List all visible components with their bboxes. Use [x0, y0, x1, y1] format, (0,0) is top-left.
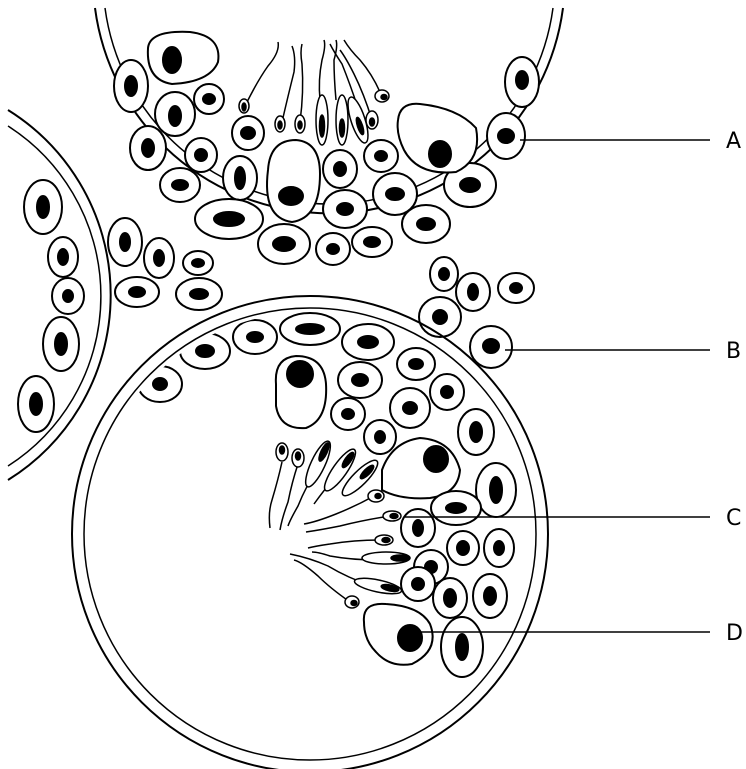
- cell: [364, 420, 396, 454]
- cell: [183, 251, 213, 275]
- cell: [185, 138, 217, 172]
- cell-D: [364, 604, 433, 665]
- cell-B: [470, 326, 512, 368]
- cell: [194, 84, 224, 114]
- cell: [473, 574, 507, 618]
- cell: [390, 388, 430, 428]
- cell: [401, 567, 435, 601]
- cell: [52, 278, 84, 314]
- cell: [397, 348, 435, 380]
- cell: [441, 617, 483, 677]
- cell: [430, 257, 458, 291]
- cell-A: [487, 113, 525, 159]
- left-tubule: [8, 110, 111, 480]
- cell: [108, 218, 142, 266]
- lower-cells: [138, 313, 516, 677]
- cell: [476, 463, 516, 517]
- cell: [431, 491, 481, 525]
- cell: [331, 398, 365, 430]
- large-cell: [398, 104, 478, 173]
- cell: [176, 278, 222, 310]
- cell: [24, 180, 62, 234]
- cell: [280, 313, 340, 345]
- cell: [18, 376, 54, 432]
- cell: [323, 190, 367, 228]
- cell: [484, 529, 514, 567]
- cell: [433, 578, 467, 618]
- cell: [195, 199, 263, 239]
- cell: [364, 140, 398, 172]
- cell: [505, 57, 539, 107]
- labels: A B C D: [726, 129, 743, 646]
- lower-tubule: [72, 296, 548, 769]
- cell: [447, 531, 479, 565]
- cell: [115, 277, 159, 307]
- cell: [258, 224, 310, 264]
- cell: [48, 237, 78, 277]
- cell: [323, 150, 357, 188]
- cell: [430, 374, 464, 410]
- label-B: B: [726, 339, 741, 364]
- cell: [130, 126, 166, 170]
- cell: [342, 324, 394, 360]
- large-cell: [267, 140, 320, 222]
- cell: [498, 273, 534, 303]
- cell: [458, 409, 494, 455]
- cell: [180, 333, 230, 369]
- label-C: C: [726, 506, 741, 531]
- large-cell: [276, 356, 326, 428]
- cell: [402, 205, 450, 243]
- cell: [223, 156, 257, 200]
- cell: [160, 168, 200, 202]
- cell: [155, 92, 195, 136]
- large-cell: [148, 32, 219, 84]
- left-cells: [18, 180, 84, 432]
- cell: [144, 238, 174, 278]
- cell: [114, 60, 148, 112]
- label-A: A: [726, 129, 741, 154]
- cell: [456, 273, 490, 311]
- cell: [401, 509, 435, 547]
- label-D: D: [726, 621, 743, 646]
- cell: [233, 320, 277, 354]
- cell: [232, 116, 264, 150]
- cell: [352, 227, 392, 257]
- cell: [419, 297, 461, 337]
- upper-tubule: [95, 8, 563, 265]
- cell: [338, 362, 382, 398]
- cell: [316, 233, 350, 265]
- upper-cells: [114, 32, 539, 265]
- cell: [43, 317, 79, 371]
- cell: [138, 366, 182, 402]
